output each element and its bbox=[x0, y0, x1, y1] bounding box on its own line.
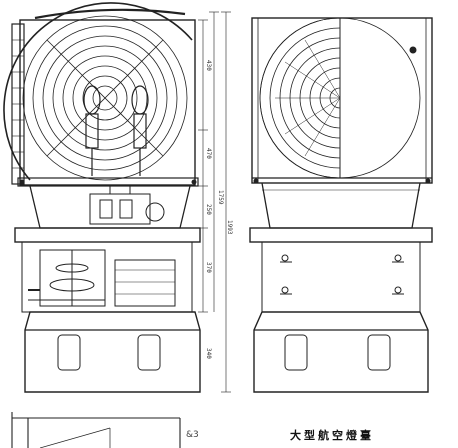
dimension-label-5: 370 bbox=[205, 262, 212, 273]
left-base-opening-1 bbox=[57, 334, 81, 371]
dimension-lines bbox=[198, 11, 231, 393]
right-elevation bbox=[249, 17, 433, 393]
right-base bbox=[253, 311, 429, 393]
figure-caption: 大型航空燈臺 bbox=[290, 429, 374, 442]
dimension-label-2: 470 bbox=[205, 148, 212, 159]
dimension-label-4: 250 bbox=[205, 204, 212, 215]
right-lantern-housing bbox=[251, 17, 433, 184]
left-base-opening-2 bbox=[137, 334, 161, 371]
plan-fragment bbox=[11, 412, 181, 448]
left-base bbox=[24, 311, 201, 393]
right-fresnel-lens bbox=[259, 17, 421, 179]
left-lamps bbox=[83, 85, 149, 176]
left-lantern-housing bbox=[19, 19, 196, 186]
left-fresnel-lens bbox=[22, 15, 188, 181]
right-base-opening-1 bbox=[284, 334, 308, 371]
left-gearbox bbox=[21, 241, 193, 313]
dimension-label-7: 1993 bbox=[226, 220, 233, 235]
left-mechanism bbox=[89, 186, 165, 225]
stamp-mark: &3 bbox=[186, 430, 199, 440]
left-elevation bbox=[3, 2, 201, 393]
dimension-label-1: 430 bbox=[205, 60, 212, 71]
dimension-label-3: 1759 bbox=[217, 190, 224, 205]
dimension-label-6: 340 bbox=[205, 348, 212, 359]
right-body bbox=[261, 241, 421, 313]
right-base-opening-2 bbox=[367, 334, 391, 371]
